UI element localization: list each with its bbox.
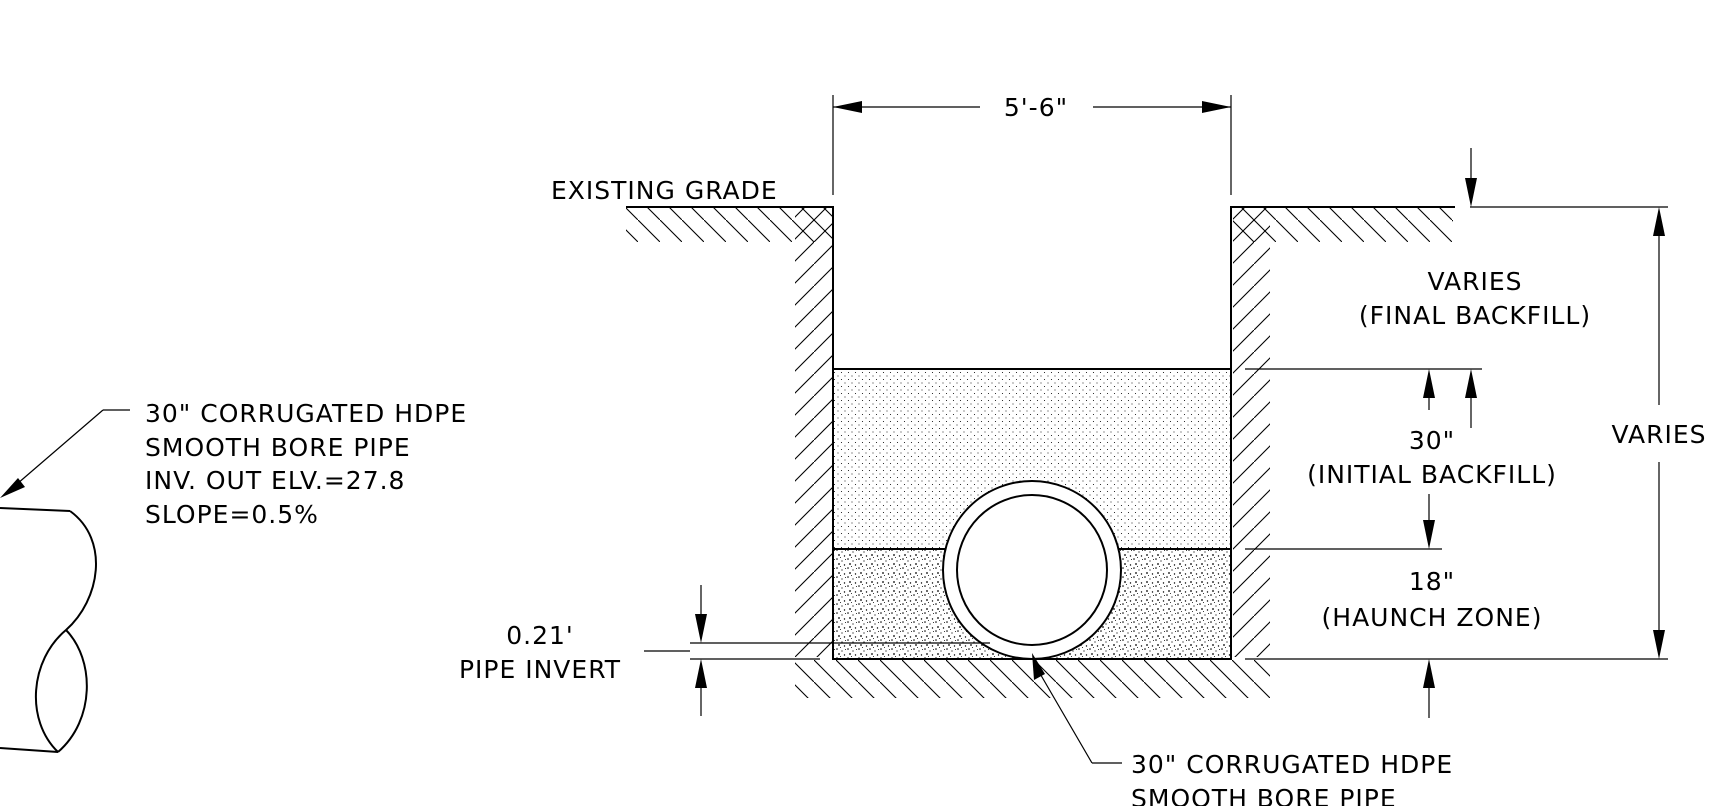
pipe-section xyxy=(942,480,1122,660)
pipe-invert-value-label: 0.21' xyxy=(506,621,574,650)
haunch-zone-label: (HAUNCH ZONE) xyxy=(1322,603,1543,632)
left-callout-line-2: SMOOTH BORE PIPE xyxy=(145,433,411,462)
haunch-depth-label: 18" xyxy=(1409,567,1455,596)
left-callout-leader xyxy=(0,409,130,498)
pipe-invert-dimension xyxy=(644,585,990,716)
left-callout-line-4: SLOPE=0.5% xyxy=(145,500,319,529)
varies-total-label: VARIES xyxy=(1611,420,1706,449)
trench-width-label: 5'-6" xyxy=(1004,93,1068,122)
bottom-callout-leader xyxy=(1032,653,1122,764)
pipe-profile-left xyxy=(0,507,97,753)
left-callout-line-3: INV. OUT ELV.=27.8 xyxy=(145,466,405,495)
existing-grade-label: EXISTING GRADE xyxy=(551,176,778,205)
earth-hatch xyxy=(626,207,1453,698)
bottom-callout-line-2: SMOOTH BORE PIPE xyxy=(1131,784,1397,806)
final-backfill-label: (FINAL BACKFILL) xyxy=(1359,301,1591,330)
trench-width-dimension xyxy=(832,95,1232,195)
pipe-invert-label: PIPE INVERT xyxy=(459,655,621,684)
left-callout-line-1: 30" CORRUGATED HDPE xyxy=(145,399,467,428)
initial-depth-label: 30" xyxy=(1409,426,1455,455)
bottom-callout-line-1: 30" CORRUGATED HDPE xyxy=(1131,750,1453,779)
initial-backfill-label: (INITIAL BACKFILL) xyxy=(1307,460,1557,489)
varies-final-label: VARIES xyxy=(1427,267,1522,296)
zone-dimension-lines xyxy=(1245,148,1668,718)
